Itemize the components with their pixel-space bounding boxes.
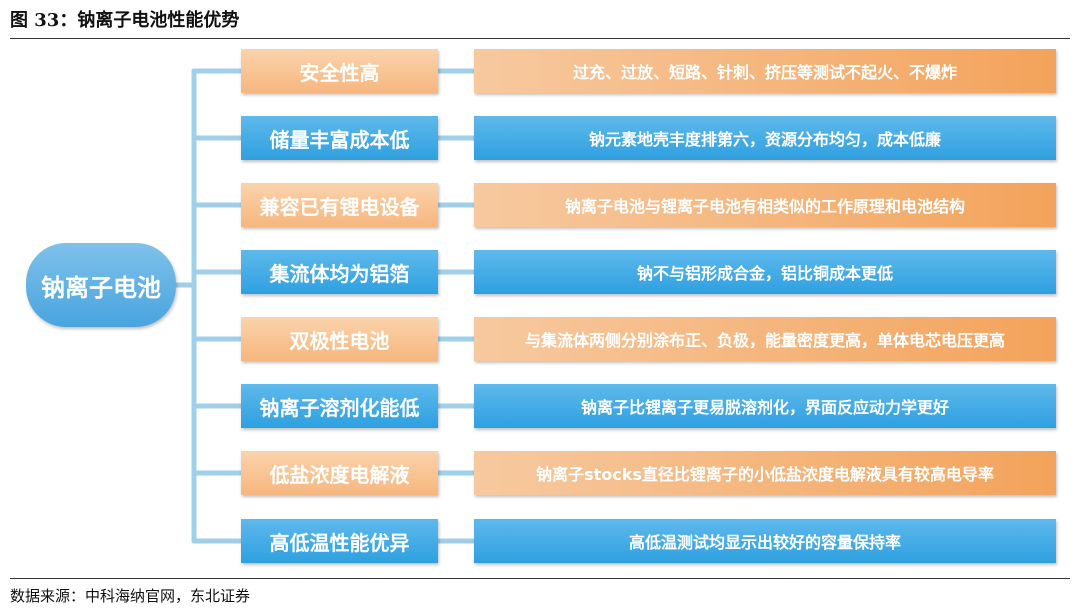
figure-title: 图 33：钠离子电池性能优势 — [10, 10, 240, 31]
advantage-desc-5: 与集流体两侧分别涂布正、负极，能量密度更高，单体电芯电压更高 — [474, 317, 1056, 361]
advantage-desc-3: 钠离子电池与锂离子电池有相类似的工作原理和电池结构 — [474, 183, 1056, 227]
advantage-node-6: 钠离子溶剂化能低 — [241, 384, 438, 428]
advantage-node-5: 双极性电池 — [241, 317, 438, 361]
advantage-desc-4: 钠不与铝形成合金，铝比铜成本更低 — [474, 250, 1056, 294]
advantage-desc-2: 钠元素地壳丰度排第六，资源分布均匀，成本低廉 — [474, 116, 1056, 160]
top-rule — [10, 38, 1070, 39]
bottom-rule — [10, 578, 1070, 579]
source-note: 数据来源：中科海纳官网，东北证券 — [10, 587, 251, 605]
advantage-desc-6: 钠离子比锂离子更易脱溶剂化，界面反应动力学更好 — [474, 384, 1056, 428]
advantage-desc-8: 高低温测试均显示出较好的容量保持率 — [474, 519, 1056, 563]
advantage-node-2: 储量丰富成本低 — [241, 116, 438, 160]
root-node: 钠离子电池 — [26, 243, 176, 327]
advantage-node-7: 低盐浓度电解液 — [241, 451, 438, 495]
advantage-desc-7: 钠离子stocks直径比锂离子的小低盐浓度电解液具有较高电导率 — [474, 451, 1056, 495]
advantage-node-3: 兼容已有锂电设备 — [241, 183, 438, 227]
advantage-node-1: 安全性高 — [241, 49, 438, 93]
advantage-node-4: 集流体均为铝箔 — [241, 250, 438, 294]
advantage-desc-1: 过充、过放、短路、针刺、挤压等测试不起火、不爆炸 — [474, 49, 1056, 93]
advantage-node-8: 高低温性能优异 — [241, 519, 438, 563]
